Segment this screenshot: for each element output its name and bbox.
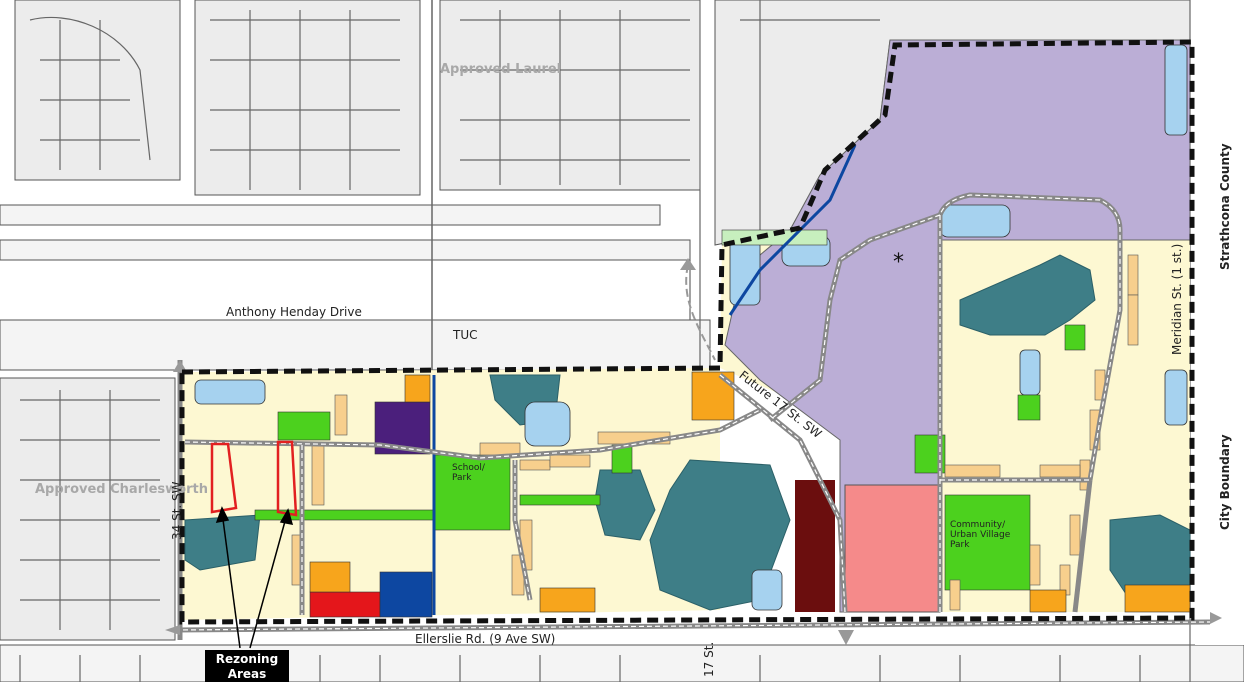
other-landuse: [309, 371, 1191, 618]
label-17-street: 17 St.: [702, 641, 716, 677]
label-approved-charlesworth: Approved Charlesworth: [35, 482, 208, 497]
label-school-park: School/ Park: [452, 463, 485, 483]
rezoning-area-east: [276, 440, 298, 517]
label-34-street: 34 St. SW: [170, 481, 184, 540]
asterisk-marker: *: [893, 250, 904, 275]
future-connector: [685, 264, 716, 361]
label-community-park: Community/ Urban Village Park: [950, 520, 1011, 550]
label-strathcona-county: Strathcona County: [1218, 143, 1232, 270]
rezoning-outlines: [210, 440, 298, 517]
rezoning-area-west: [210, 442, 238, 514]
canal-east: [728, 144, 857, 316]
ponds: [194, 44, 1188, 611]
road-arrows: [165, 258, 1222, 645]
plan-boundary: [179, 39, 1195, 625]
label-anthony-henday: Anthony Henday Drive: [226, 305, 362, 319]
rezoning-areas-legend: Rezoning Areas: [205, 650, 289, 682]
label-approved-laurel: Approved Laurel: [440, 62, 562, 77]
label-meridian-street: Meridian St. (1 st.): [1170, 243, 1184, 355]
label-tuc: TUC: [453, 328, 478, 342]
rezoning-arrows: [215, 506, 294, 649]
road-centerlines: [184, 194, 1121, 615]
label-city-boundary: City Boundary: [1218, 434, 1232, 530]
label-ellerslie-road: Ellerslie Rd. (9 Ave SW): [415, 632, 556, 646]
